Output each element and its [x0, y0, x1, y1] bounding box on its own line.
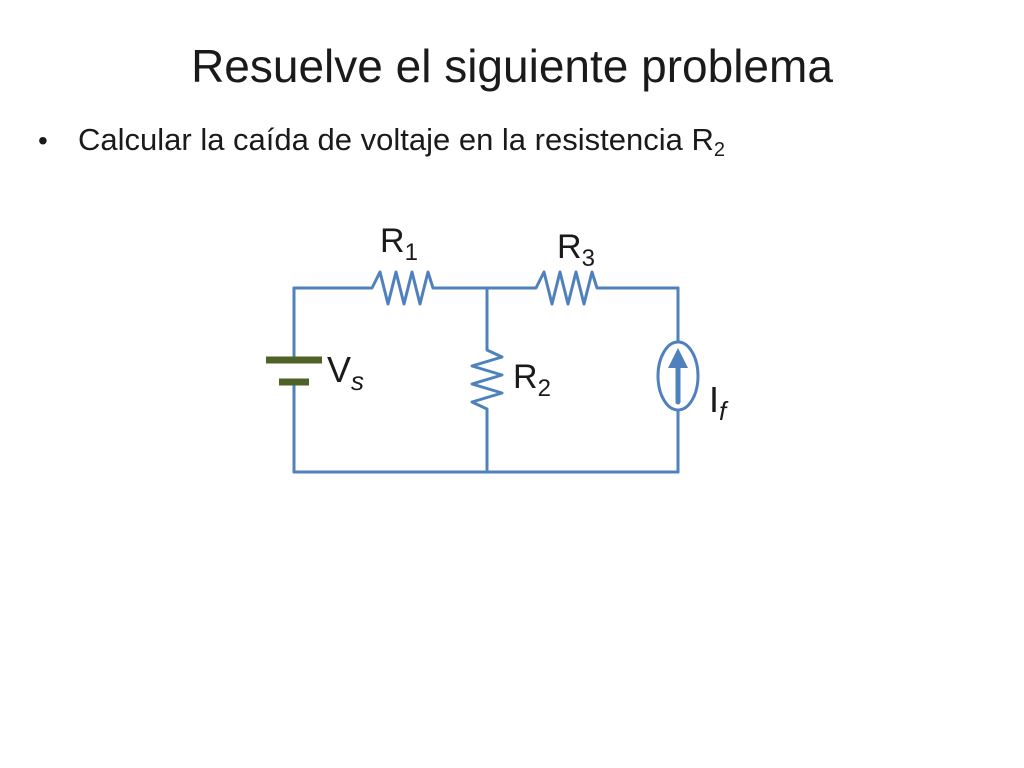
- resistor-r3: [526, 270, 604, 306]
- label-vs: Vs: [327, 349, 364, 396]
- bullet-dot-icon: •: [38, 125, 48, 156]
- current-source-arrow-icon: [668, 348, 688, 405]
- slide-title: Resuelve el siguiente problema: [191, 40, 833, 92]
- label-r1: R1: [380, 222, 418, 266]
- label-if: If: [709, 379, 729, 426]
- label-r3: R3: [557, 228, 595, 272]
- bullet-list: • Calcular la caída de voltaje en la res…: [38, 118, 725, 172]
- bullet-item: • Calcular la caída de voltaje en la res…: [38, 118, 725, 172]
- bullet-text-subscript: 2: [713, 139, 725, 161]
- resistor-r1: [362, 270, 438, 306]
- bullet-text: Calcular la caída de voltaje en la resis…: [78, 118, 725, 172]
- bullet-text-main: Calcular la caída de voltaje en la resis…: [78, 122, 714, 157]
- label-r2: R2: [513, 358, 551, 402]
- resistor-r2: [470, 344, 504, 414]
